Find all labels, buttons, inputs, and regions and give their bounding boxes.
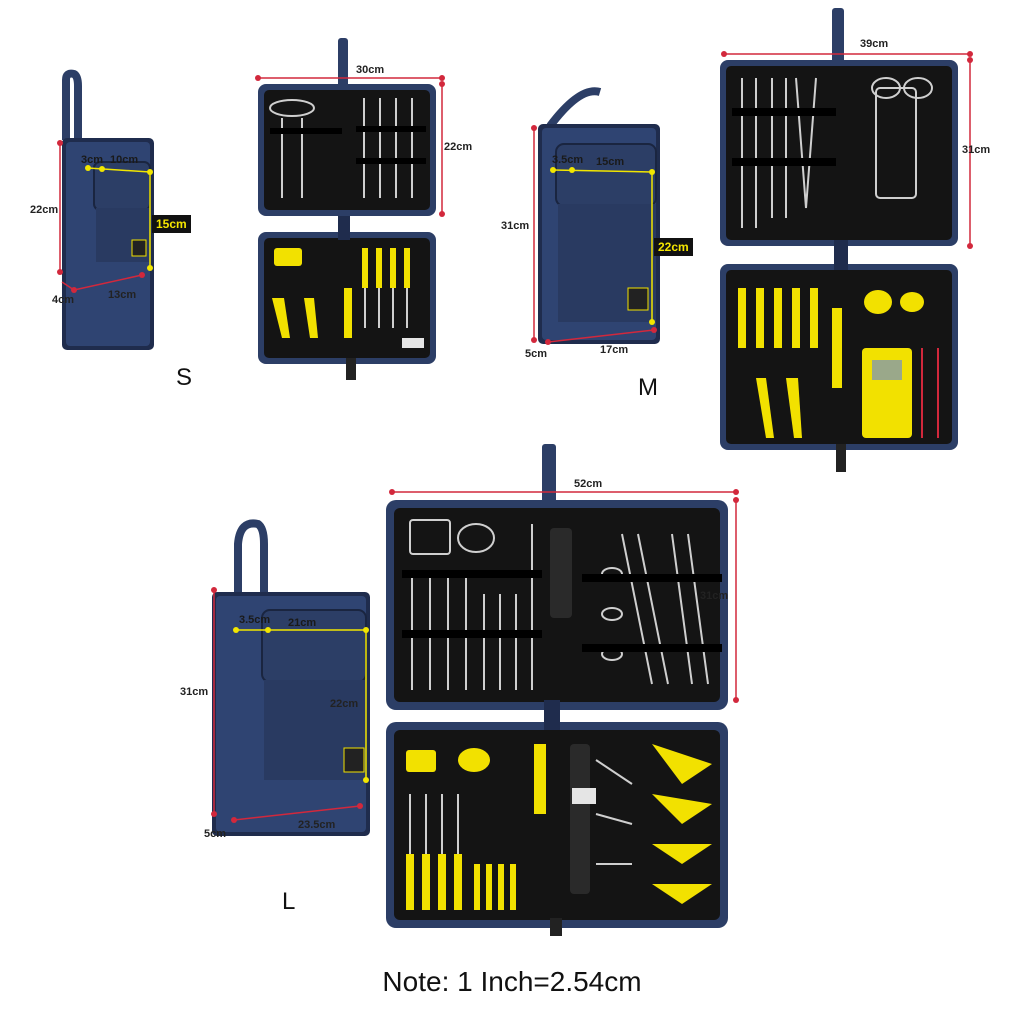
s-width-label: 13cm xyxy=(108,289,137,301)
m-depth-label: 5cm xyxy=(525,348,548,360)
l-open-width-label: 52cm xyxy=(574,478,603,490)
s-depth-label: 4cm xyxy=(52,294,75,306)
l-height-label: 31cm xyxy=(180,686,209,698)
m-flap-label: 3.5cm xyxy=(552,154,584,166)
m-height-label: 31cm xyxy=(501,220,530,232)
conversion-note: Note: 1 Inch=2.54cm xyxy=(382,966,642,997)
m-open-width-label: 39cm xyxy=(860,38,889,50)
bag-l-closed xyxy=(212,519,370,836)
s-pocket-height-label: 15cm xyxy=(152,215,191,233)
l-flap-label: 3.5cm xyxy=(239,614,271,626)
bag-m-closed xyxy=(538,87,660,344)
l-pocket-width-label: 21cm xyxy=(288,617,317,629)
l-pocket-height-label: 22cm xyxy=(330,698,359,710)
s-open-height-label: 22cm xyxy=(444,141,473,153)
s-height-label: 22cm xyxy=(30,204,59,216)
size-l-label: L xyxy=(282,888,296,915)
m-pocket-width-label: 15cm xyxy=(596,156,625,168)
s-flap-label: 3cm xyxy=(81,154,104,166)
bag-l-open xyxy=(386,444,728,936)
s-open-width-label: 30cm xyxy=(356,64,385,76)
l-width-label: 23.5cm xyxy=(298,819,336,831)
size-s-label: S xyxy=(176,364,193,391)
bag-s-closed xyxy=(62,69,154,350)
bag-s-open-tools xyxy=(269,98,426,348)
m-width-label: 17cm xyxy=(600,344,629,356)
s-pocket-width-label: 10cm xyxy=(110,154,139,166)
l-depth-label: 5cm xyxy=(204,828,227,840)
size-m-label: M xyxy=(638,374,658,401)
l-open-height-label: 31cm xyxy=(700,590,729,602)
bag-m-open xyxy=(720,8,958,472)
m-open-height-label: 31cm xyxy=(962,144,991,156)
m-pocket-height-label: 22cm xyxy=(654,238,693,256)
